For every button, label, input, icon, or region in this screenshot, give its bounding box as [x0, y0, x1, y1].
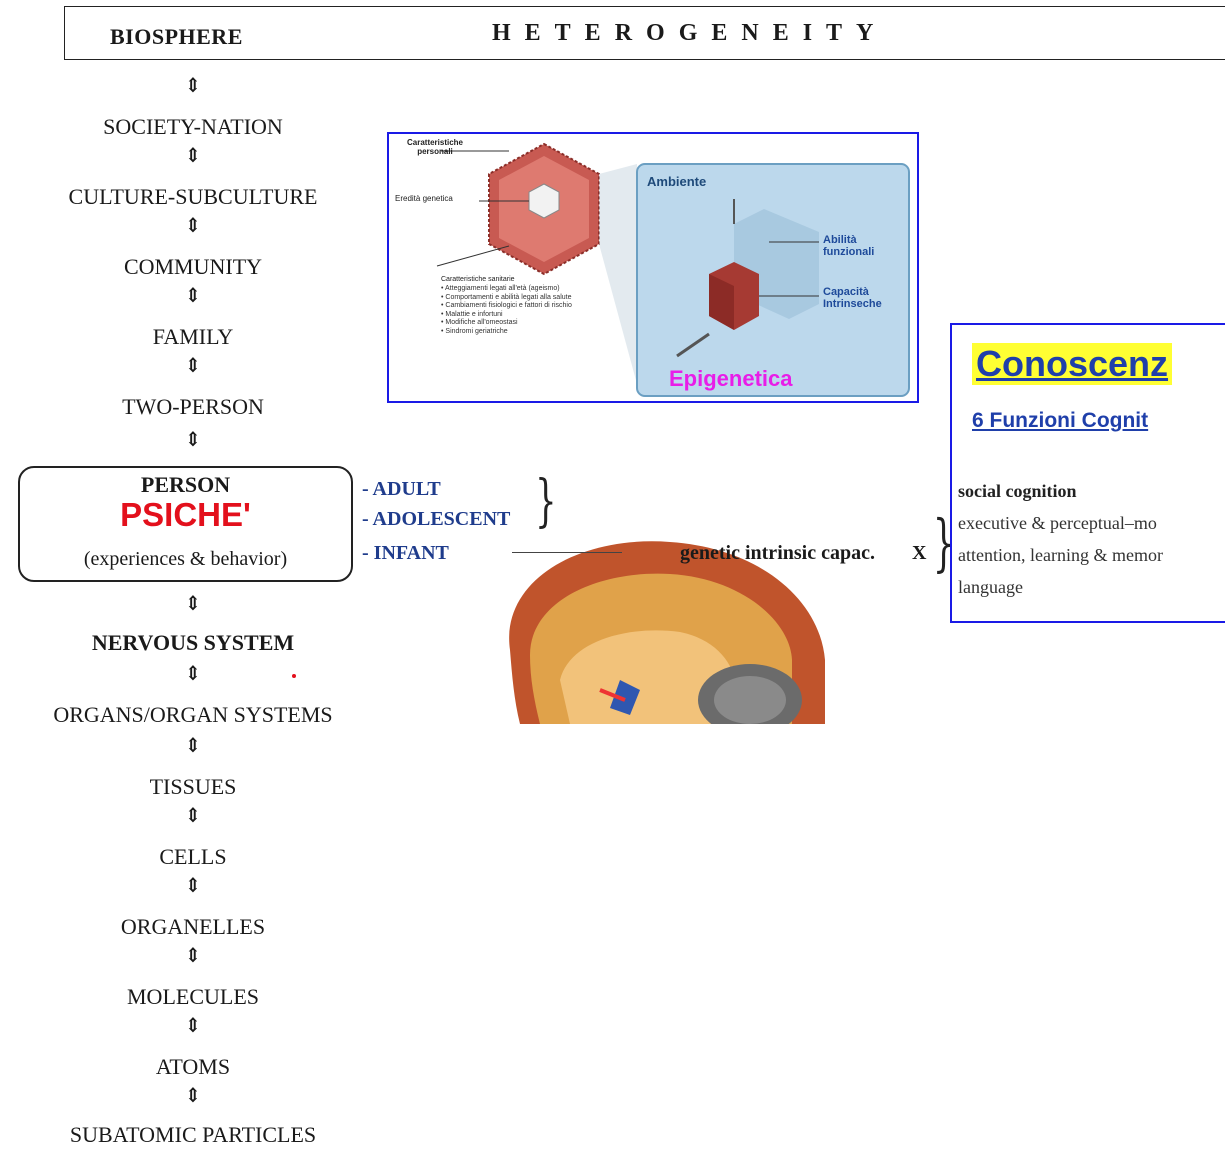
epigenetics-illustration [436, 142, 910, 397]
level-community: COMMUNITY [123, 254, 263, 279]
stage-infant: - INFANT [362, 542, 449, 564]
arrow-icon: ⇕ [184, 145, 202, 167]
arrow-icon: ⇕ [184, 875, 202, 897]
health-item: • Malattie e infortuni [441, 310, 503, 318]
health-item: • Modifiche all'omeostasi [441, 319, 518, 326]
knowledge-panel: Conoscenz 6 Funzioni Cognit social cogni… [950, 323, 1225, 623]
brace-icon: } [535, 469, 557, 534]
fig-label-capacita: Capacità Intrinseche [823, 286, 882, 310]
function-item: language [958, 577, 1023, 597]
stage-adolescent: - ADOLESCENT [362, 508, 511, 530]
cognitive-functions-subtitle: 6 Funzioni Cognit [972, 409, 1149, 432]
arrow-icon: ⇕ [184, 663, 202, 685]
level-two-person: TWO-PERSON [122, 394, 264, 419]
person-title: PERSON [140, 472, 231, 497]
level-organs: ORGANS/ORGAN SYSTEMS [53, 702, 333, 727]
level-culture-subculture: CULTURE-SUBCULTURE [68, 184, 318, 209]
biosphere-label: BIOSPHERE [110, 24, 243, 49]
level-cells: CELLS [159, 844, 227, 869]
arrow-icon: ⇕ [184, 215, 202, 237]
fig-label-epigenetica: Epigenetica [669, 366, 793, 391]
level-family: FAMILY [152, 324, 234, 349]
arrow-icon: ⇕ [184, 945, 202, 967]
fig-label-ambiente: Ambiente [647, 174, 707, 189]
level-tissues: TISSUES [149, 774, 237, 799]
heterogeneity-label: HETEROGENEITY [492, 20, 888, 46]
health-item: • Atteggiamenti legati all'età (ageismo) [441, 285, 560, 292]
arrow-icon: ⇕ [184, 805, 202, 827]
psiche-label: PSICHE' [120, 496, 251, 533]
fig-label-heredity: Eredità genetica [395, 194, 453, 203]
arrow-icon: ⇕ [184, 429, 202, 451]
fig-label-health: Caratteristiche sanitarie [441, 276, 515, 283]
arrow-icon: ⇕ [184, 285, 202, 307]
level-nervous-system: NERVOUS SYSTEM [91, 630, 295, 655]
genetic-capacity-label: genetic intrinsic capac. [680, 542, 875, 564]
level-atoms: ATOMS [155, 1054, 231, 1079]
stage-adult: - ADULT [362, 478, 441, 500]
genetic-x-label: X [912, 542, 927, 564]
health-item: • Sindromi geriatriche [441, 327, 508, 335]
health-item: • Cambiamenti fisiologici e fattori di r… [441, 302, 572, 309]
function-item: executive & perceptual–mo [958, 513, 1157, 533]
arrow-icon: ⇕ [184, 1085, 202, 1107]
person-subtitle: (experiences & behavior) [83, 548, 288, 570]
function-item: attention, learning & memor [958, 545, 1163, 565]
person-box [18, 466, 353, 582]
fig-health-list: • Atteggiamenti legati all'età (ageismo)… [441, 285, 572, 336]
fig-label-abilita: Abilità funzionali [823, 234, 875, 258]
brace-icon: } [932, 506, 955, 579]
fig-label-personal: Caratteristiche personali [406, 138, 464, 156]
level-subatomic-particles: SUBATOMIC PARTICLES [69, 1122, 317, 1147]
brain-illustration [509, 541, 825, 724]
level-molecules: MOLECULES [127, 984, 259, 1009]
knowledge-title: Conoscenz [972, 343, 1173, 385]
level-organelles: ORGANELLES [120, 914, 266, 939]
health-item: • Comportamenti e abilità legati alla sa… [441, 293, 572, 301]
header-bar [64, 6, 1225, 60]
arrow-icon: ⇕ [184, 735, 202, 757]
infant-pointer-line [512, 552, 622, 553]
arrow-icon: ⇕ [184, 1015, 202, 1037]
level-society-nation: SOCIETY-NATION [103, 114, 283, 139]
arrow-icon: ⇕ [184, 355, 202, 377]
arrow-icon: ⇕ [184, 593, 202, 615]
function-item: social cognition [958, 481, 1077, 501]
red-dot [292, 674, 296, 678]
arrow-icon: ⇕ [184, 75, 202, 97]
epigenetics-figure: Caratteristiche personali Eredità geneti… [387, 132, 919, 403]
